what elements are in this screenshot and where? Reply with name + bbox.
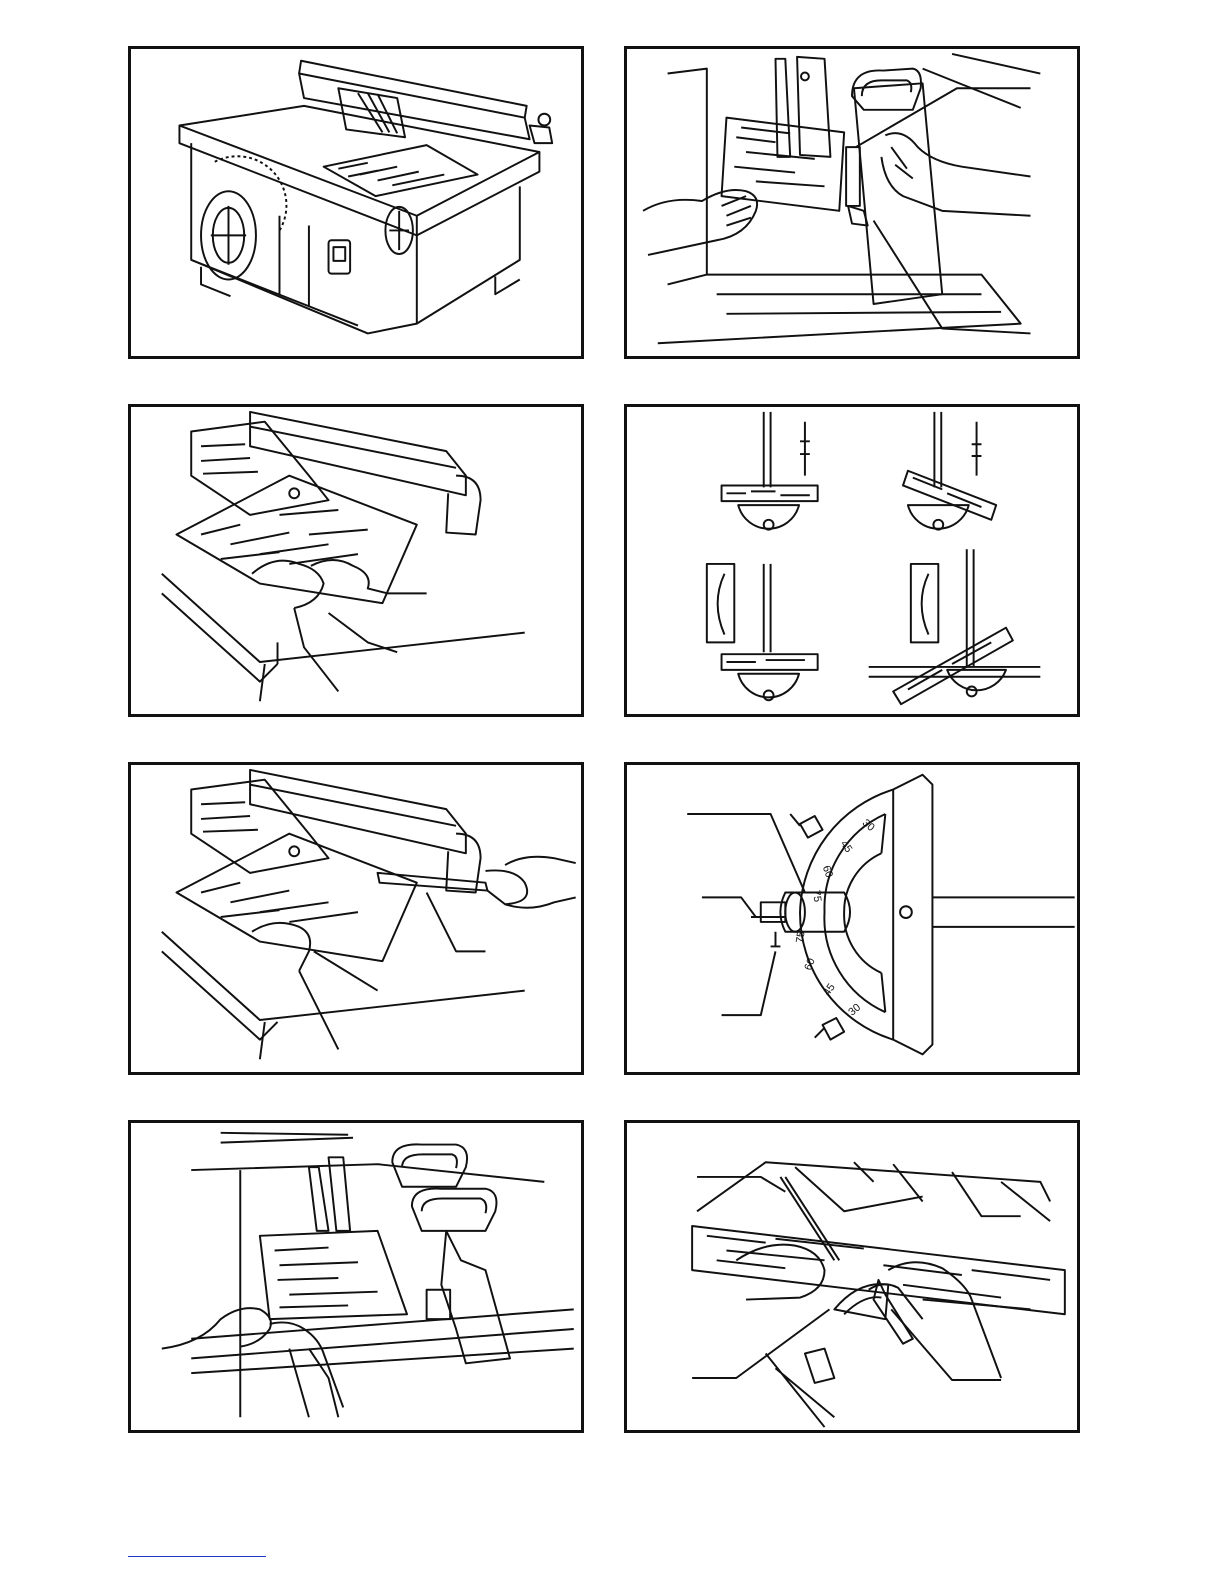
rip-fence-illustration xyxy=(627,49,1077,356)
fence-ripping-illustration xyxy=(131,1123,581,1430)
miter-positions-illustration xyxy=(627,407,1077,714)
cross-cutting-illustration xyxy=(627,1123,1077,1430)
miter-scale-illustration: 30 45 60 75 75 60 45 30 xyxy=(627,765,1077,1072)
figure-8-cross-cutting xyxy=(624,1120,1080,1433)
scale-mark-upper-3: 60 xyxy=(820,864,835,879)
figure-2-rip-fence xyxy=(624,46,1080,359)
figure-4-miter-gauge-positions xyxy=(624,404,1080,717)
scale-mark-lower-1: 75 xyxy=(794,930,808,944)
table-saw-illustration xyxy=(131,49,581,356)
figure-1-table-saw xyxy=(128,46,584,359)
footer-rule xyxy=(128,1556,266,1557)
figure-7-fence-ripping xyxy=(128,1120,584,1433)
figure-6-miter-scale: 30 45 60 75 75 60 45 30 xyxy=(624,762,1080,1075)
scale-mark-lower-2: 60 xyxy=(802,957,817,972)
scale-mark-upper-4: 75 xyxy=(810,889,824,903)
push-stick-illustration xyxy=(131,765,581,1072)
feeding-illustration xyxy=(131,407,581,714)
scale-mark-lower-3: 45 xyxy=(821,981,838,998)
figure-5-push-stick xyxy=(128,762,584,1075)
figure-3-feeding-workpiece xyxy=(128,404,584,717)
